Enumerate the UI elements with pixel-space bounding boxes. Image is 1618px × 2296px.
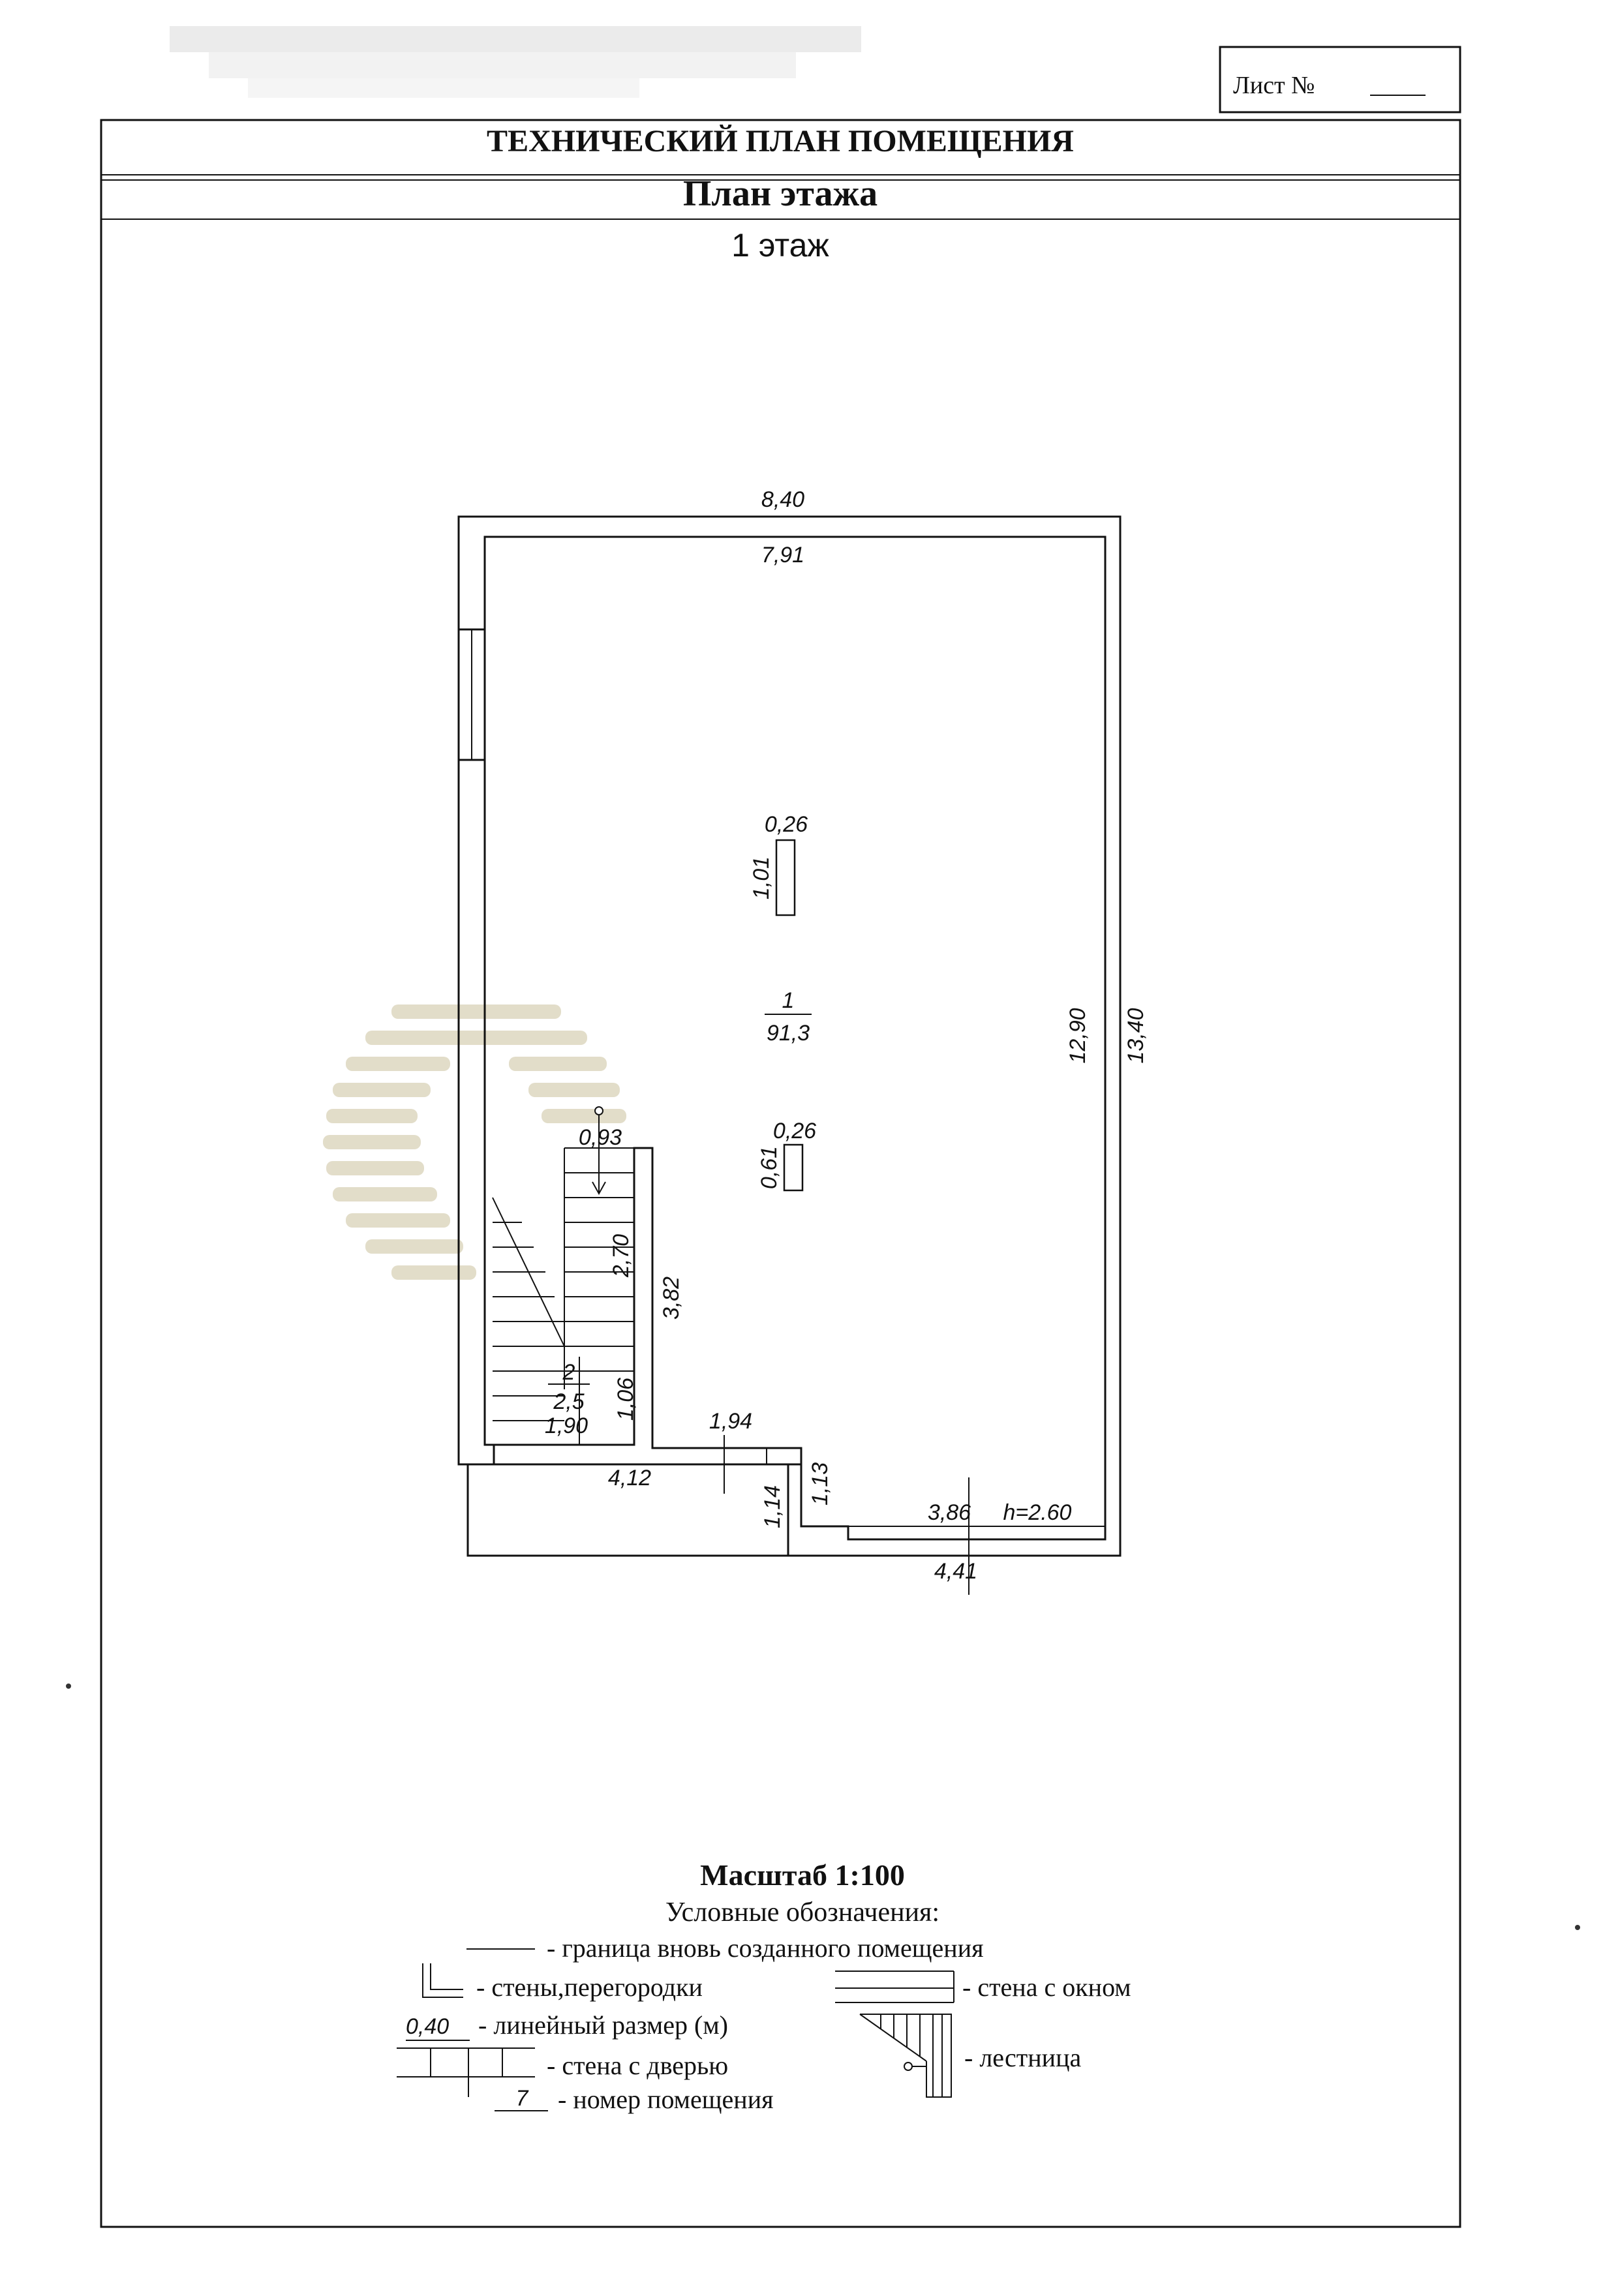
room-2-area: 2,5 xyxy=(553,1389,584,1414)
page-frame xyxy=(100,119,1461,2228)
legend-window-symbol xyxy=(835,1971,954,2003)
legend-stairs-symbol xyxy=(859,2014,952,2098)
dim-storage-w: 1,90 xyxy=(545,1413,588,1438)
legend-walls-symbol xyxy=(422,1963,463,1998)
legend-room-sample: 7 xyxy=(516,2086,529,2111)
column-2 xyxy=(783,1143,804,1192)
dim-column2-w: 0,26 xyxy=(773,1119,816,1143)
room-1-number: 1 xyxy=(782,988,795,1013)
dim-left-bottom: 4,12 xyxy=(608,1466,651,1490)
dim-notch-h2: 1,13 xyxy=(808,1462,832,1505)
document-title: ТЕХНИЧЕСКИЙ ПЛАН ПОМЕЩЕНИЯ xyxy=(487,124,1074,159)
legend-room-number: - номер помещения xyxy=(558,2085,774,2114)
scan-smudge xyxy=(170,26,861,98)
dim-stair-len: 2,70 xyxy=(609,1234,633,1278)
dim-bottom-inner: 3,86 xyxy=(928,1500,971,1525)
dim-column1-w: 0,26 xyxy=(765,812,808,837)
dim-partition-h: 3,82 xyxy=(659,1276,684,1320)
legend-boundary: - граница вновь созданного помещения xyxy=(547,1933,984,1963)
dim-bottom-outer: 4,41 xyxy=(934,1559,977,1584)
legend-dim-sample: 0,40 xyxy=(406,2014,449,2039)
dim-stair-w: 0,93 xyxy=(579,1125,622,1150)
dim-inner-top: 7,91 xyxy=(761,543,804,567)
scan-speck xyxy=(66,1684,71,1689)
sheet-number-label: Лист № xyxy=(1233,72,1315,99)
dim-right-outer: 13,40 xyxy=(1123,1008,1148,1063)
legend-window: - стена с окном xyxy=(962,1972,1131,2002)
dim-notch-w: 1,94 xyxy=(709,1409,752,1434)
column-1 xyxy=(775,839,796,916)
room-2-label: 2 2,5 xyxy=(548,1360,590,1414)
floor-plan: 1 91,3 2 2,5 8,40 7,91 12,90 13,40 0,26 … xyxy=(457,487,1148,1595)
dim-notch-h1: 1,14 xyxy=(760,1485,785,1528)
dim-storage-h: 1,06 xyxy=(613,1378,638,1421)
legend: Масштаб 1:100 Условные обозначения: - гр… xyxy=(397,1858,1131,2114)
dim-outer-top: 8,40 xyxy=(761,487,804,512)
dim-column2-h: 0,61 xyxy=(757,1146,782,1189)
dim-column1-h: 1,01 xyxy=(749,856,774,899)
stairs xyxy=(492,1106,634,1445)
dim-height: h=2.60 xyxy=(1003,1500,1072,1525)
legend-door-symbol xyxy=(397,2047,535,2097)
scale-label: Масштаб 1:100 xyxy=(700,1858,905,1892)
room-1-area: 91,3 xyxy=(767,1021,810,1046)
legend-stairs: - лестница xyxy=(964,2043,1081,2072)
legend-door: - стена с дверью xyxy=(547,2051,728,2080)
scan-speck xyxy=(1575,1925,1580,1930)
window-left xyxy=(457,628,486,761)
plan-subtitle: План этажа xyxy=(683,174,878,214)
outer-wall xyxy=(457,515,1122,1557)
dim-right-inner: 12,90 xyxy=(1065,1008,1090,1063)
legend-dimension: - линейный размер (м) xyxy=(478,2010,728,2040)
room-1-label: 1 91,3 xyxy=(765,988,812,1046)
floor-label: 1 этаж xyxy=(731,227,829,264)
room-2-number: 2 xyxy=(562,1360,575,1385)
sheet-number-box: Лист № xyxy=(1219,46,1461,113)
watermark-logo xyxy=(323,1004,626,1280)
legend-walls: - стены,перегородки xyxy=(476,1972,703,2002)
legend-heading: Условные обозначения: xyxy=(665,1897,939,1927)
